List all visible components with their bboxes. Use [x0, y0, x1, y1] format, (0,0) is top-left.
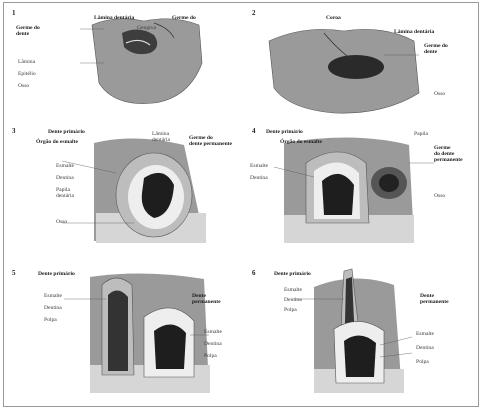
label-dente-primario: Dente primário: [266, 129, 303, 135]
label-papila: Papila: [414, 131, 428, 137]
label-lamina: Lâmina: [18, 59, 35, 65]
label-osso: Osso: [434, 193, 445, 199]
label-orgao-do-esmalte: Órgão do esmalte: [36, 139, 78, 145]
label-lamina-dentaria: Lâmina dentária: [394, 29, 434, 35]
tooth-germ-illustration-5: [4, 265, 239, 405]
label-lamina-dentaria: Lâmina dentária: [152, 131, 170, 143]
label-orgao-do-esmalte: Órgão do esmalte: [280, 139, 322, 145]
label-polpa-perm: Polpa: [204, 353, 217, 359]
label-germe-do-dente: Germe do dente: [424, 43, 448, 55]
figure-frame: 1 Lâmina dentária Germe do dente Germe d…: [3, 2, 479, 407]
label-germe: Germe do: [172, 15, 196, 21]
label-epitelio: Epitélio: [18, 71, 36, 77]
label-dentina: Dentina: [250, 175, 268, 181]
label-germe-do-dente: Germe do dente: [16, 25, 40, 37]
label-dentina-perm: Dentina: [204, 341, 222, 347]
label-gengiva: Gengiva: [137, 25, 156, 31]
label-osso: Osso: [56, 219, 67, 225]
label-dente-permanente: Dente permanente: [420, 293, 449, 305]
label-dente-primario: Dente primário: [48, 129, 85, 135]
label-dente-primario: Dente primário: [274, 271, 311, 277]
label-dentina: Dentina: [284, 297, 302, 303]
label-dentina: Dentina: [44, 305, 62, 311]
label-esmalte: Esmalte: [284, 287, 302, 293]
label-esmalte-perm: Esmalte: [204, 329, 222, 335]
panel-2: 2 Coroa Lâmina dentária Germe do dente O…: [244, 3, 476, 121]
label-coroa: Coroa: [326, 15, 341, 21]
label-dente-primario: Dente primário: [38, 271, 75, 277]
label-dentina: Dentina: [56, 175, 74, 181]
panel-5: 5 Dente primário Esmalte Dentina Polpa D…: [4, 265, 239, 405]
label-polpa: Polpa: [44, 317, 57, 323]
label-polpa-perm: Polpa: [416, 359, 429, 365]
label-esmalte: Esmalte: [44, 293, 62, 299]
tooth-germ-illustration-2: [244, 3, 476, 121]
label-osso: Osso: [434, 91, 445, 97]
tooth-germ-illustration-6: [244, 265, 476, 405]
panel-3: 3 Dente primário Órgão do esmalte Lâmina…: [4, 123, 239, 263]
panel-6: 6 Dente primário Esmalte Dentina Polpa D…: [244, 265, 476, 405]
label-germe-permanente: Germe do dente permanente: [189, 135, 232, 147]
label-germe-permanente: Germe do dente permanente: [434, 145, 463, 163]
label-lamina-dentaria: Lâmina dentária: [94, 15, 134, 21]
label-papila-dentaria: Papila dentária: [56, 187, 74, 199]
label-esmalte: Esmalte: [56, 163, 74, 169]
label-dente-permanente: Dente permanente: [192, 293, 221, 305]
label-osso: Osso: [18, 83, 29, 89]
label-dentina-perm: Dentina: [416, 345, 434, 351]
label-polpa: Polpa: [284, 307, 297, 313]
panel-4: 4 Dente primário Órgão do esmalte Papila…: [244, 123, 476, 263]
panel-1: 1 Lâmina dentária Germe do dente Germe d…: [4, 3, 239, 121]
label-esmalte-perm: Esmalte: [416, 331, 434, 337]
label-esmalte: Esmalte: [250, 163, 268, 169]
